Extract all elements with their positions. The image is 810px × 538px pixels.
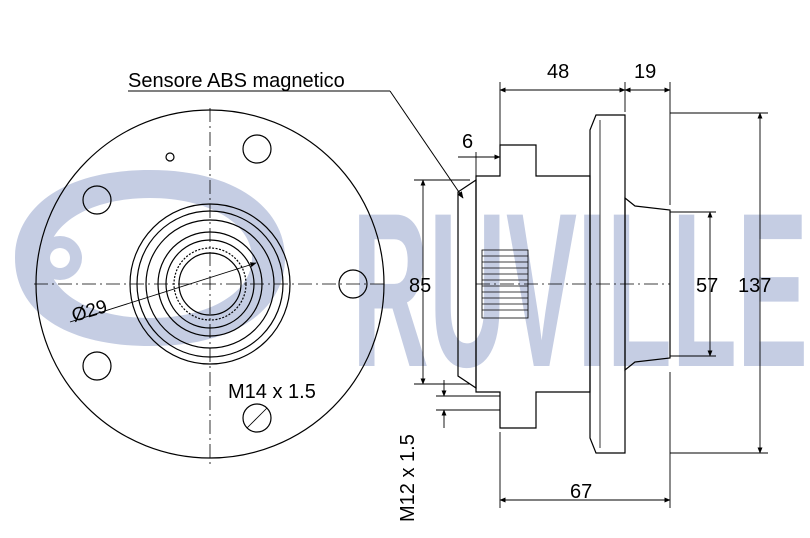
hub-thread-label: M12 x 1.5 [397, 434, 419, 522]
dim-6-label: 6 [462, 131, 473, 153]
abs-sensor-label: Sensore ABS magnetico [128, 70, 345, 92]
spline-teeth [481, 249, 529, 319]
dim-19-label: 19 [634, 61, 656, 83]
wheel-thread-label: M14 x 1.5 [228, 381, 316, 403]
brand-logo-mark [15, 170, 285, 346]
dim-67-label: 67 [570, 481, 592, 503]
dim-85-label: 85 [409, 275, 431, 297]
pin-hole [165, 152, 175, 162]
pilot-profile [624, 196, 671, 372]
bolt-holes [82, 134, 368, 433]
brand-watermark-text: RUVILLE [352, 167, 808, 413]
brand-watermark: RUVILLE [15, 167, 808, 413]
hub-front-view [34, 108, 386, 466]
dim-48-label: 48 [547, 61, 569, 83]
bolt-hole [242, 403, 272, 433]
bolt-hole [82, 185, 112, 215]
bolt-hole [242, 134, 272, 164]
bolt-hole [338, 269, 368, 299]
side-dimensions [414, 82, 768, 508]
dim-57-label: 57 [696, 275, 718, 297]
dim-137-label: 137 [738, 275, 771, 297]
wheel-flange-profile [589, 114, 626, 454]
bolt-hole [82, 351, 112, 381]
